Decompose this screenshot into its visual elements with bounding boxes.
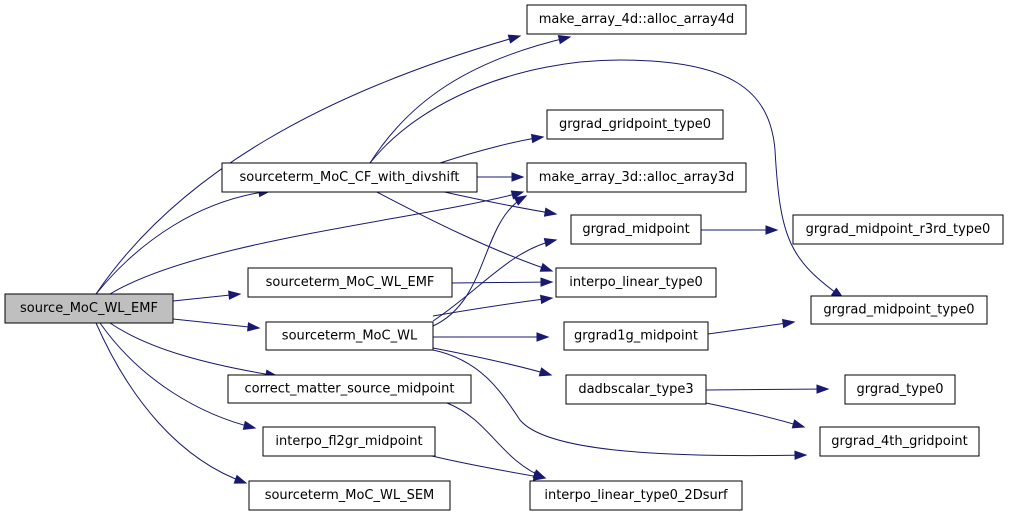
node-sourceterm-moc-cf-with-divshift[interactable]: sourceterm_MoC_CF_with_divshift <box>221 162 478 193</box>
arrowhead-root-to-wlsem <box>233 474 248 484</box>
arrowhead-cfdiv-to-alloc4d <box>557 35 572 45</box>
node-alloc-array3d[interactable]: make_array_3d::alloc_array3d <box>526 162 747 193</box>
node-alloc-array4d[interactable]: make_array_4d::alloc_array4d <box>526 4 747 35</box>
node-correct-matter-source-midpoint[interactable]: correct_matter_source_midpoint <box>227 374 472 404</box>
svg-text:grgrad_4th_gridpoint: grgrad_4th_gridpoint <box>831 434 967 449</box>
edge-cfdiv-to-alloc4d <box>369 36 571 164</box>
arrowhead-wl-to-interp <box>540 294 554 305</box>
svg-text:sourceterm_MoC_CF_with_divshif: sourceterm_MoC_CF_with_divshift <box>239 170 459 185</box>
edge-root-to-wl <box>172 318 260 329</box>
edge-cfdiv-to-mid_t0 <box>369 59 844 299</box>
edges-layer <box>95 34 845 484</box>
node-sourceterm-moc-wl-sem[interactable]: sourceterm_MoC_WL_SEM <box>248 480 451 511</box>
node-grgrad1g-midpoint[interactable]: grgrad1g_midpoint <box>563 321 709 351</box>
svg-text:interpo_linear_type0_2Dsurf: interpo_linear_type0_2Dsurf <box>544 488 728 503</box>
node-interpo-fl2gr-midpoint[interactable]: interpo_fl2gr_midpoint <box>262 426 436 457</box>
arrowhead-wl-to-midpt <box>543 237 558 248</box>
node-grgrad-gridpoint-type0[interactable]: grgrad_gridpoint_type0 <box>546 109 724 140</box>
edge-wl-to-midpt <box>432 239 557 322</box>
svg-text:make_array_3d::alloc_array3d: make_array_3d::alloc_array3d <box>539 170 734 185</box>
node-grgrad-type0[interactable]: grgrad_type0 <box>844 374 956 405</box>
arrowhead-midpt-to-mid_r3rd <box>765 225 779 235</box>
node-source-moc-wl-emf[interactable]: source_MoC_WL_EMF <box>4 293 174 324</box>
edge-root-to-wlsem <box>95 322 247 484</box>
node-grgrad-midpoint[interactable]: grgrad_midpoint <box>570 214 702 245</box>
arrowhead-dadb-to-g4th <box>791 419 806 429</box>
svg-text:grgrad_midpoint: grgrad_midpoint <box>582 222 689 237</box>
arrowhead-cfdiv-to-midpt <box>543 207 558 217</box>
svg-text:interpo_linear_type0: interpo_linear_type0 <box>569 275 703 290</box>
arrowhead-root-to-fl2gr <box>242 420 257 430</box>
arrowhead-wl-to-g1g <box>536 332 550 342</box>
node-dadbscalar-type3[interactable]: dadbscalar_type3 <box>565 374 707 405</box>
node-grgrad-midpoint-type0[interactable]: grgrad_midpoint_type0 <box>810 295 988 325</box>
edge-g1g-to-mid_t0 <box>707 321 795 335</box>
edge-root-to-alloc3d <box>109 191 524 295</box>
edge-root-to-correct <box>109 322 278 377</box>
arrowhead-cfdiv-to-interp <box>539 262 554 272</box>
arrowhead-root-to-alloc3d <box>510 190 525 200</box>
svg-text:interpo_fl2gr_midpoint: interpo_fl2gr_midpoint <box>275 434 422 449</box>
arrowhead-cfdiv-to-gp0 <box>530 133 545 144</box>
edge-root-to-cfdiv <box>95 190 271 295</box>
arrowhead-cfdiv-to-alloc3d <box>511 172 525 182</box>
svg-text:sourceterm_MoC_WL_EMF: sourceterm_MoC_WL_EMF <box>266 275 435 290</box>
edge-fl2gr-to-interp2d <box>431 455 546 479</box>
edge-correct-to-interp2d <box>446 402 546 479</box>
edge-dadb-to-g4th <box>705 402 805 428</box>
edge-root-to-alloc4d <box>95 35 521 295</box>
arrowhead-wl-to-g4th <box>794 450 808 460</box>
svg-text:make_array_4d::alloc_array4d: make_array_4d::alloc_array4d <box>539 12 734 27</box>
arrowhead-root-to-wl <box>247 322 261 332</box>
svg-text:grgrad_midpoint_r3rd_type0: grgrad_midpoint_r3rd_type0 <box>806 222 991 237</box>
edge-wl-to-interp <box>432 297 553 317</box>
svg-text:source_MoC_WL_EMF: source_MoC_WL_EMF <box>20 301 158 316</box>
arrowhead-root-to-alloc4d <box>507 34 522 44</box>
svg-text:dadbscalar_type3: dadbscalar_type3 <box>578 382 693 397</box>
svg-text:correct_matter_source_midpoint: correct_matter_source_midpoint <box>244 382 454 397</box>
edge-cfdiv-to-midpt <box>439 190 557 215</box>
node-interpo-linear-type0-2dsurf[interactable]: interpo_linear_type0_2Dsurf <box>529 480 743 511</box>
node-sourceterm-moc-wl[interactable]: sourceterm_MoC_WL <box>265 321 434 351</box>
node-grgrad-midpoint-r3rd-type0[interactable]: grgrad_midpoint_r3rd_type0 <box>792 214 1004 245</box>
arrowhead-dadb-to-gt0 <box>816 384 830 394</box>
node-sourceterm-moc-wl-emf[interactable]: sourceterm_MoC_WL_EMF <box>247 267 453 298</box>
nodes-layer: source_MoC_WL_EMF make_array_4d::alloc_a… <box>4 4 1004 511</box>
svg-text:grgrad_gridpoint_type0: grgrad_gridpoint_type0 <box>559 117 711 132</box>
arrowhead-wl-to-alloc3d <box>513 195 528 206</box>
svg-text:sourceterm_MoC_WL_SEM: sourceterm_MoC_WL_SEM <box>265 488 435 503</box>
edge-dadb-to-gt0 <box>705 388 829 391</box>
node-interpo-linear-type0[interactable]: interpo_linear_type0 <box>555 267 717 298</box>
edge-wl-to-g4th <box>432 349 807 457</box>
edge-wl-to-alloc3d <box>432 195 527 327</box>
arrowhead-fl2gr-to-interp2d <box>532 471 547 481</box>
svg-text:grgrad_type0: grgrad_type0 <box>857 382 944 397</box>
arrowhead-root-to-wlemf <box>228 290 242 300</box>
edge-root-to-fl2gr <box>99 322 256 429</box>
svg-text:grgrad_midpoint_type0: grgrad_midpoint_type0 <box>823 303 974 318</box>
edge-wl-to-dadb <box>432 347 552 376</box>
edge-cfdiv-to-gp0 <box>439 136 544 164</box>
svg-text:sourceterm_MoC_WL: sourceterm_MoC_WL <box>282 329 418 344</box>
arrowhead-g1g-to-mid_t0 <box>781 318 796 329</box>
svg-text:grgrad1g_midpoint: grgrad1g_midpoint <box>574 329 698 344</box>
edge-cfdiv-to-interp <box>374 190 553 272</box>
node-grgrad-4th-gridpoint[interactable]: grgrad_4th_gridpoint <box>819 426 980 457</box>
arrowhead-wl-to-dadb <box>538 367 553 377</box>
arrowhead-wlemf-to-interp <box>540 277 554 287</box>
edge-wlemf-to-interp <box>451 281 553 284</box>
